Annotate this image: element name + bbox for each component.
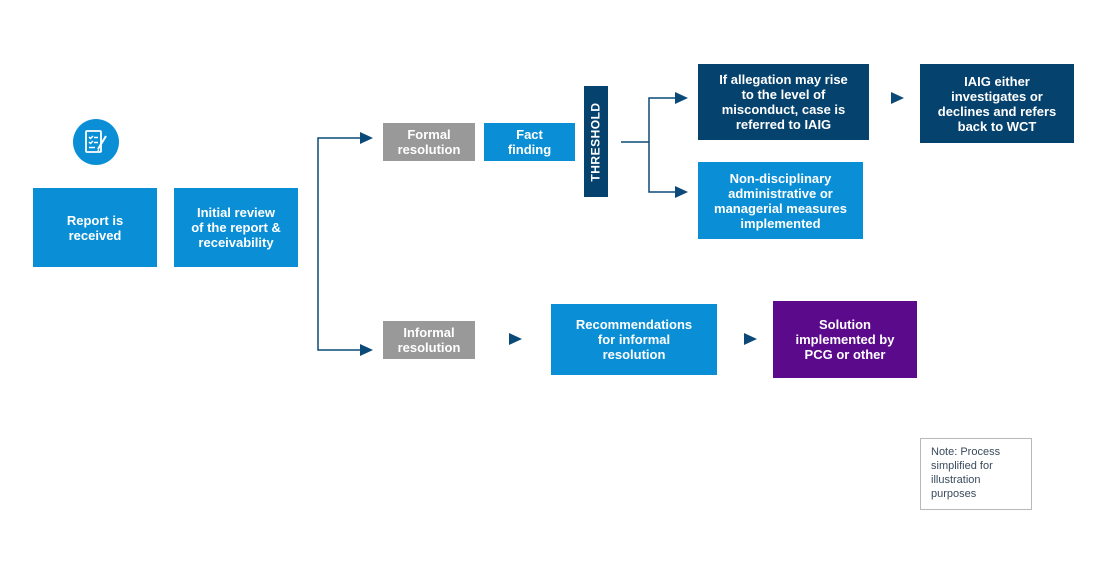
arrow-to-formal <box>360 132 373 144</box>
allegation-referred-box: If allegation may rise to the level of m… <box>698 64 869 140</box>
solution-implemented-box: Solution implemented by PCG or other <box>773 301 917 378</box>
arrow-to-informal <box>360 344 373 356</box>
informal-resolution-box: Informal resolution <box>383 321 475 359</box>
threshold-branch-connector <box>648 97 675 193</box>
arrow-to-iaig <box>891 92 904 104</box>
threshold-label: THRESHOLD <box>589 101 604 182</box>
formal-resolution-box: Formal resolution <box>383 123 475 161</box>
fact-finding-box: Fact finding <box>484 123 575 161</box>
report-icon-circle <box>73 119 119 165</box>
checklist-document-icon <box>85 130 107 153</box>
iaig-outcome-box: IAIG either investigates or declines and… <box>920 64 1074 143</box>
branch-connector <box>317 137 360 351</box>
threshold-bar: THRESHOLD <box>584 86 608 197</box>
initial-review-box: Initial review of the report & receivabi… <box>174 188 298 267</box>
arrow-to-allegation <box>675 92 688 104</box>
process-note: Note: Process simplified for illustratio… <box>920 438 1032 510</box>
arrow-to-solution <box>744 333 757 345</box>
recommendations-box: Recommendations for informal resolution <box>551 304 717 375</box>
non-disciplinary-box: Non-disciplinary administrative or manag… <box>698 162 863 239</box>
arrow-to-recommendations <box>509 333 522 345</box>
report-received-box: Report is received <box>33 188 157 267</box>
arrow-to-non-disciplinary <box>675 186 688 198</box>
